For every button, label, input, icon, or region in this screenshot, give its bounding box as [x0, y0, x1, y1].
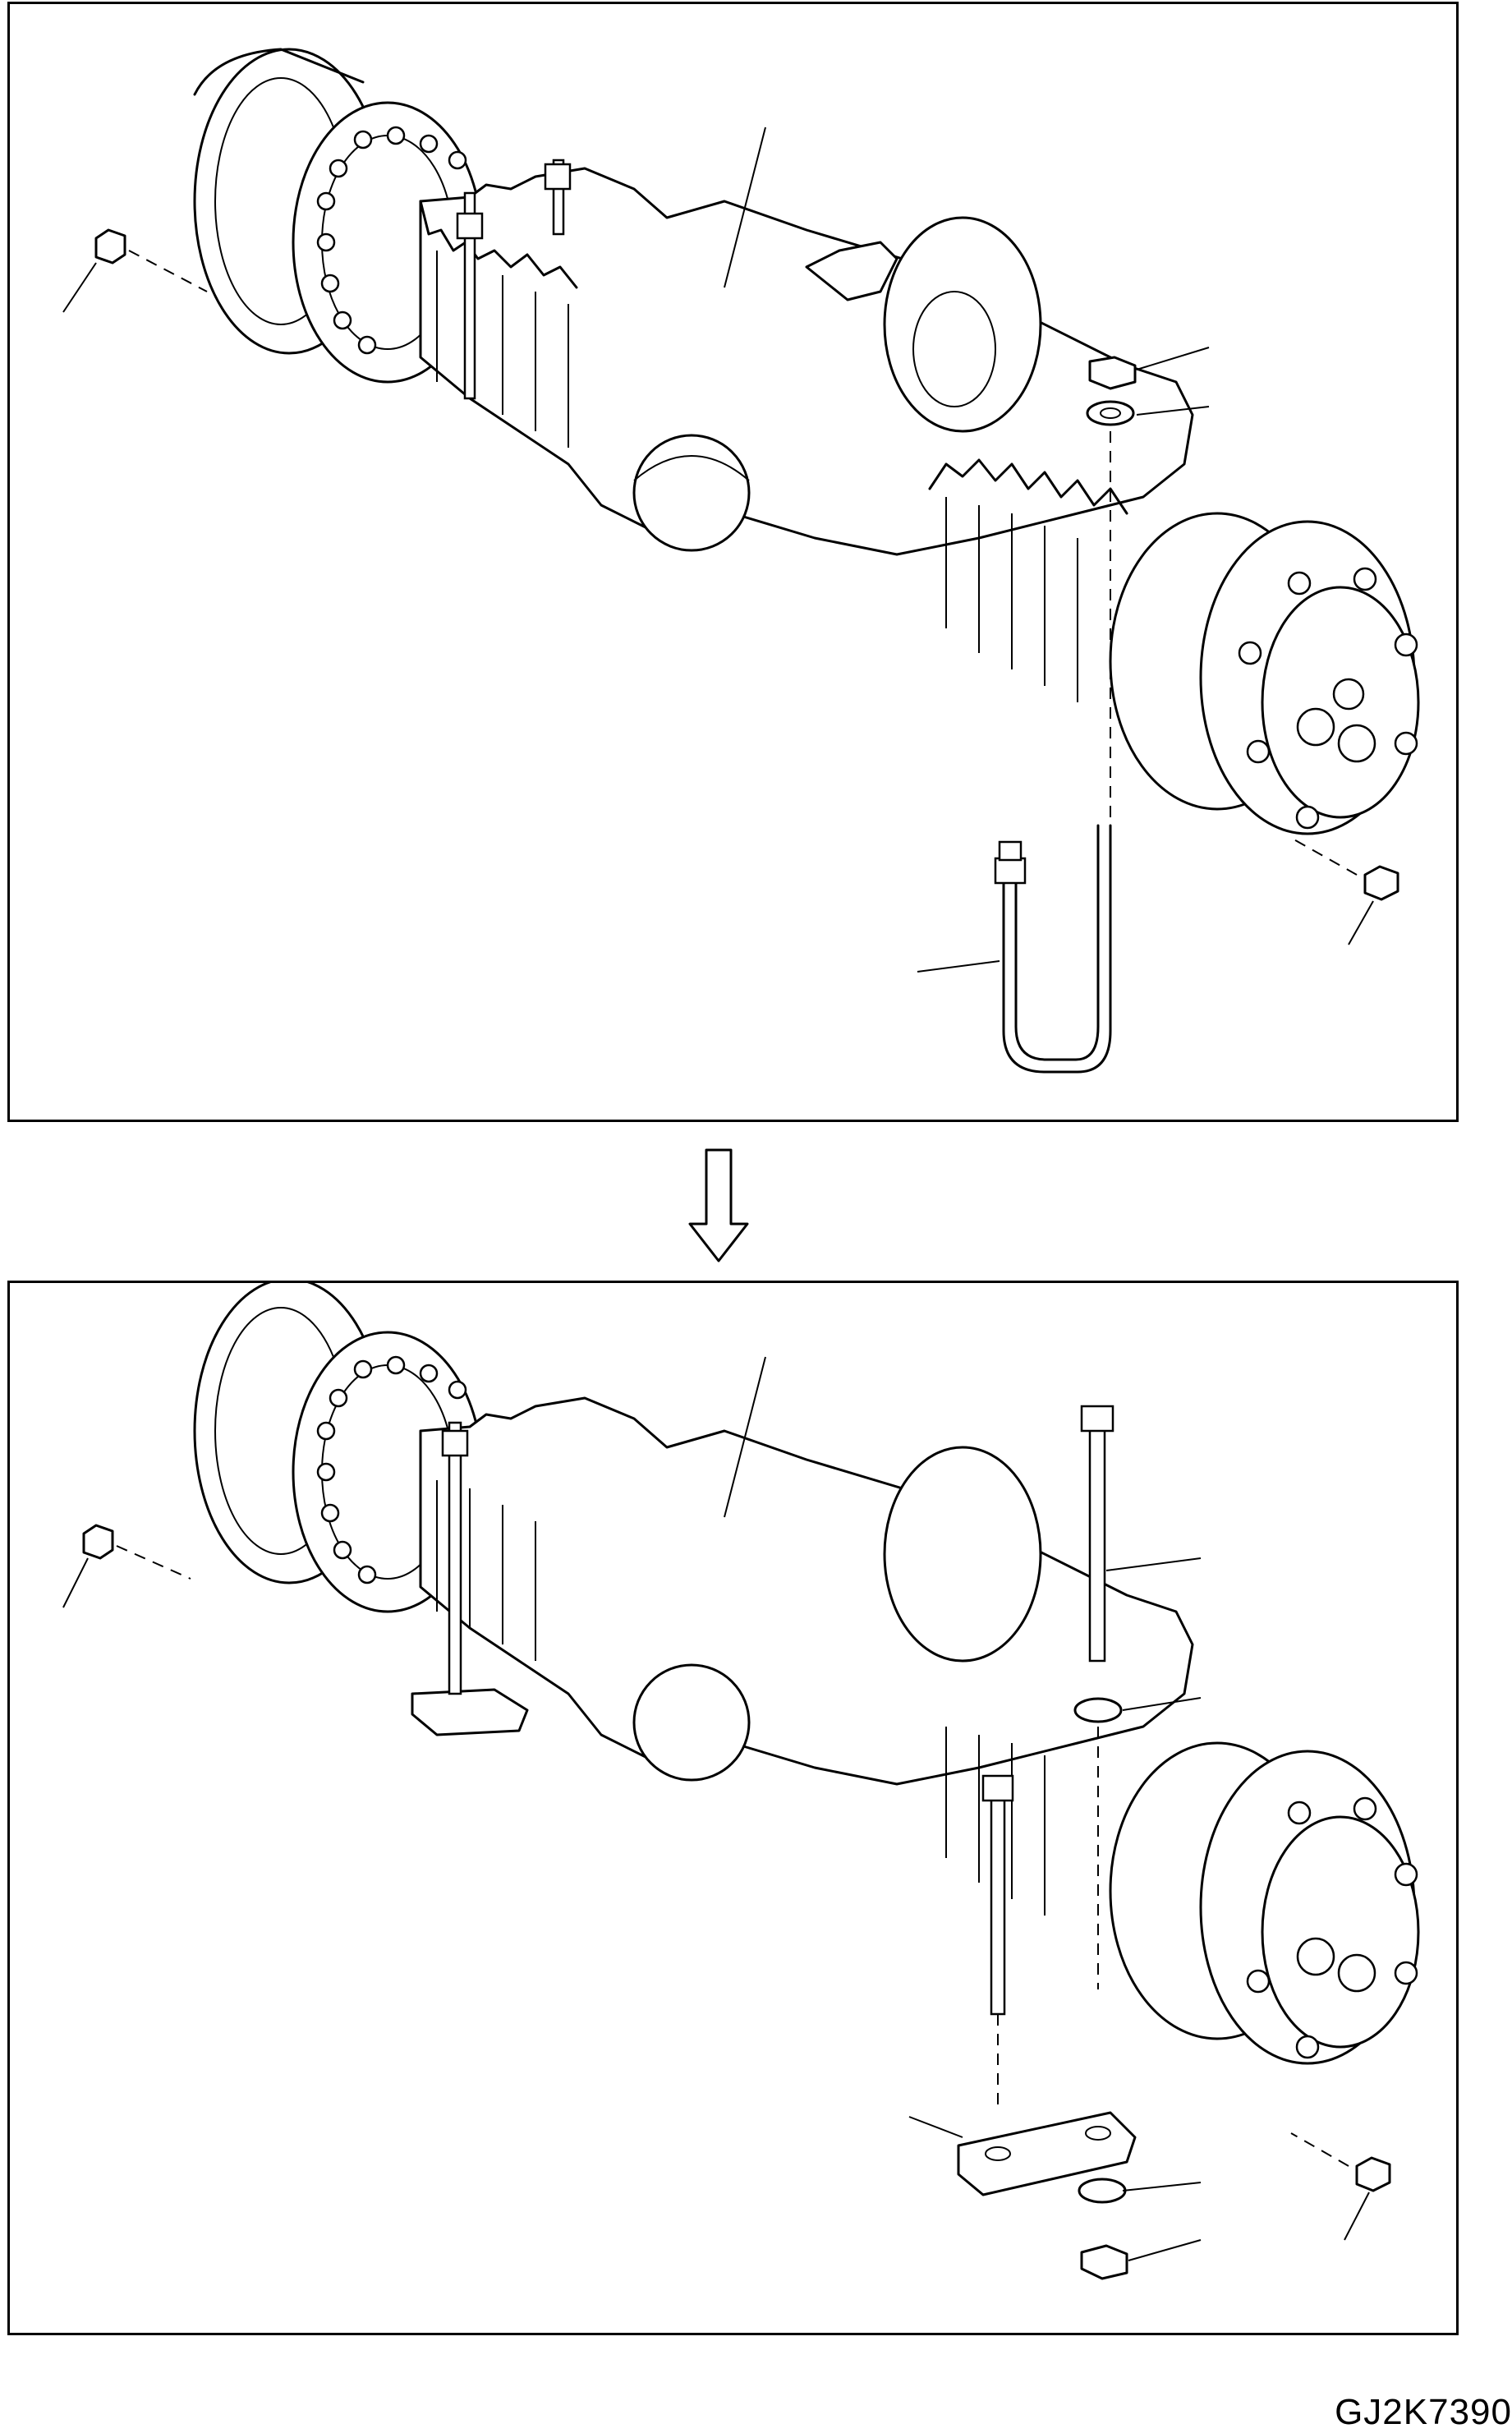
- clamp-plate: [957, 2111, 1137, 2196]
- figure-code: GJ2K7390: [1335, 2392, 1512, 2432]
- leader-nut: [1136, 347, 1210, 370]
- clamp-block-left: [411, 1688, 529, 1736]
- long-bolt: [1088, 1421, 1106, 1663]
- washer-top-right: [1086, 400, 1135, 426]
- leader-ubolt: [917, 960, 1000, 973]
- axle-panel-before: [7, 2, 1459, 1122]
- u-bolt: [1002, 824, 1112, 1074]
- washer-lower: [1078, 2178, 1127, 2204]
- down-arrow-icon: [688, 1148, 749, 1262]
- leader-wheel-nut-right: [1348, 900, 1374, 945]
- leader-housing: [724, 126, 766, 288]
- differential-cap: [632, 434, 751, 552]
- left-flange-bolts: [316, 126, 467, 355]
- nut-lower: [1080, 2244, 1128, 2280]
- axle-panel-after: [7, 1281, 1459, 2335]
- washer-upper: [1073, 1697, 1123, 1723]
- mounting-studs-top: [456, 159, 572, 400]
- axle-drawing-before: [62, 48, 1420, 1074]
- wheel-nut-right: [1363, 865, 1399, 901]
- nut-top-right: [1088, 356, 1137, 390]
- leader-wheel-nut-left: [62, 262, 97, 313]
- axle-drawing-after: [62, 1283, 1420, 2280]
- wheel-nut-left: [94, 228, 126, 264]
- leader-washer: [1136, 406, 1210, 416]
- right-hub-bolts: [1238, 567, 1418, 830]
